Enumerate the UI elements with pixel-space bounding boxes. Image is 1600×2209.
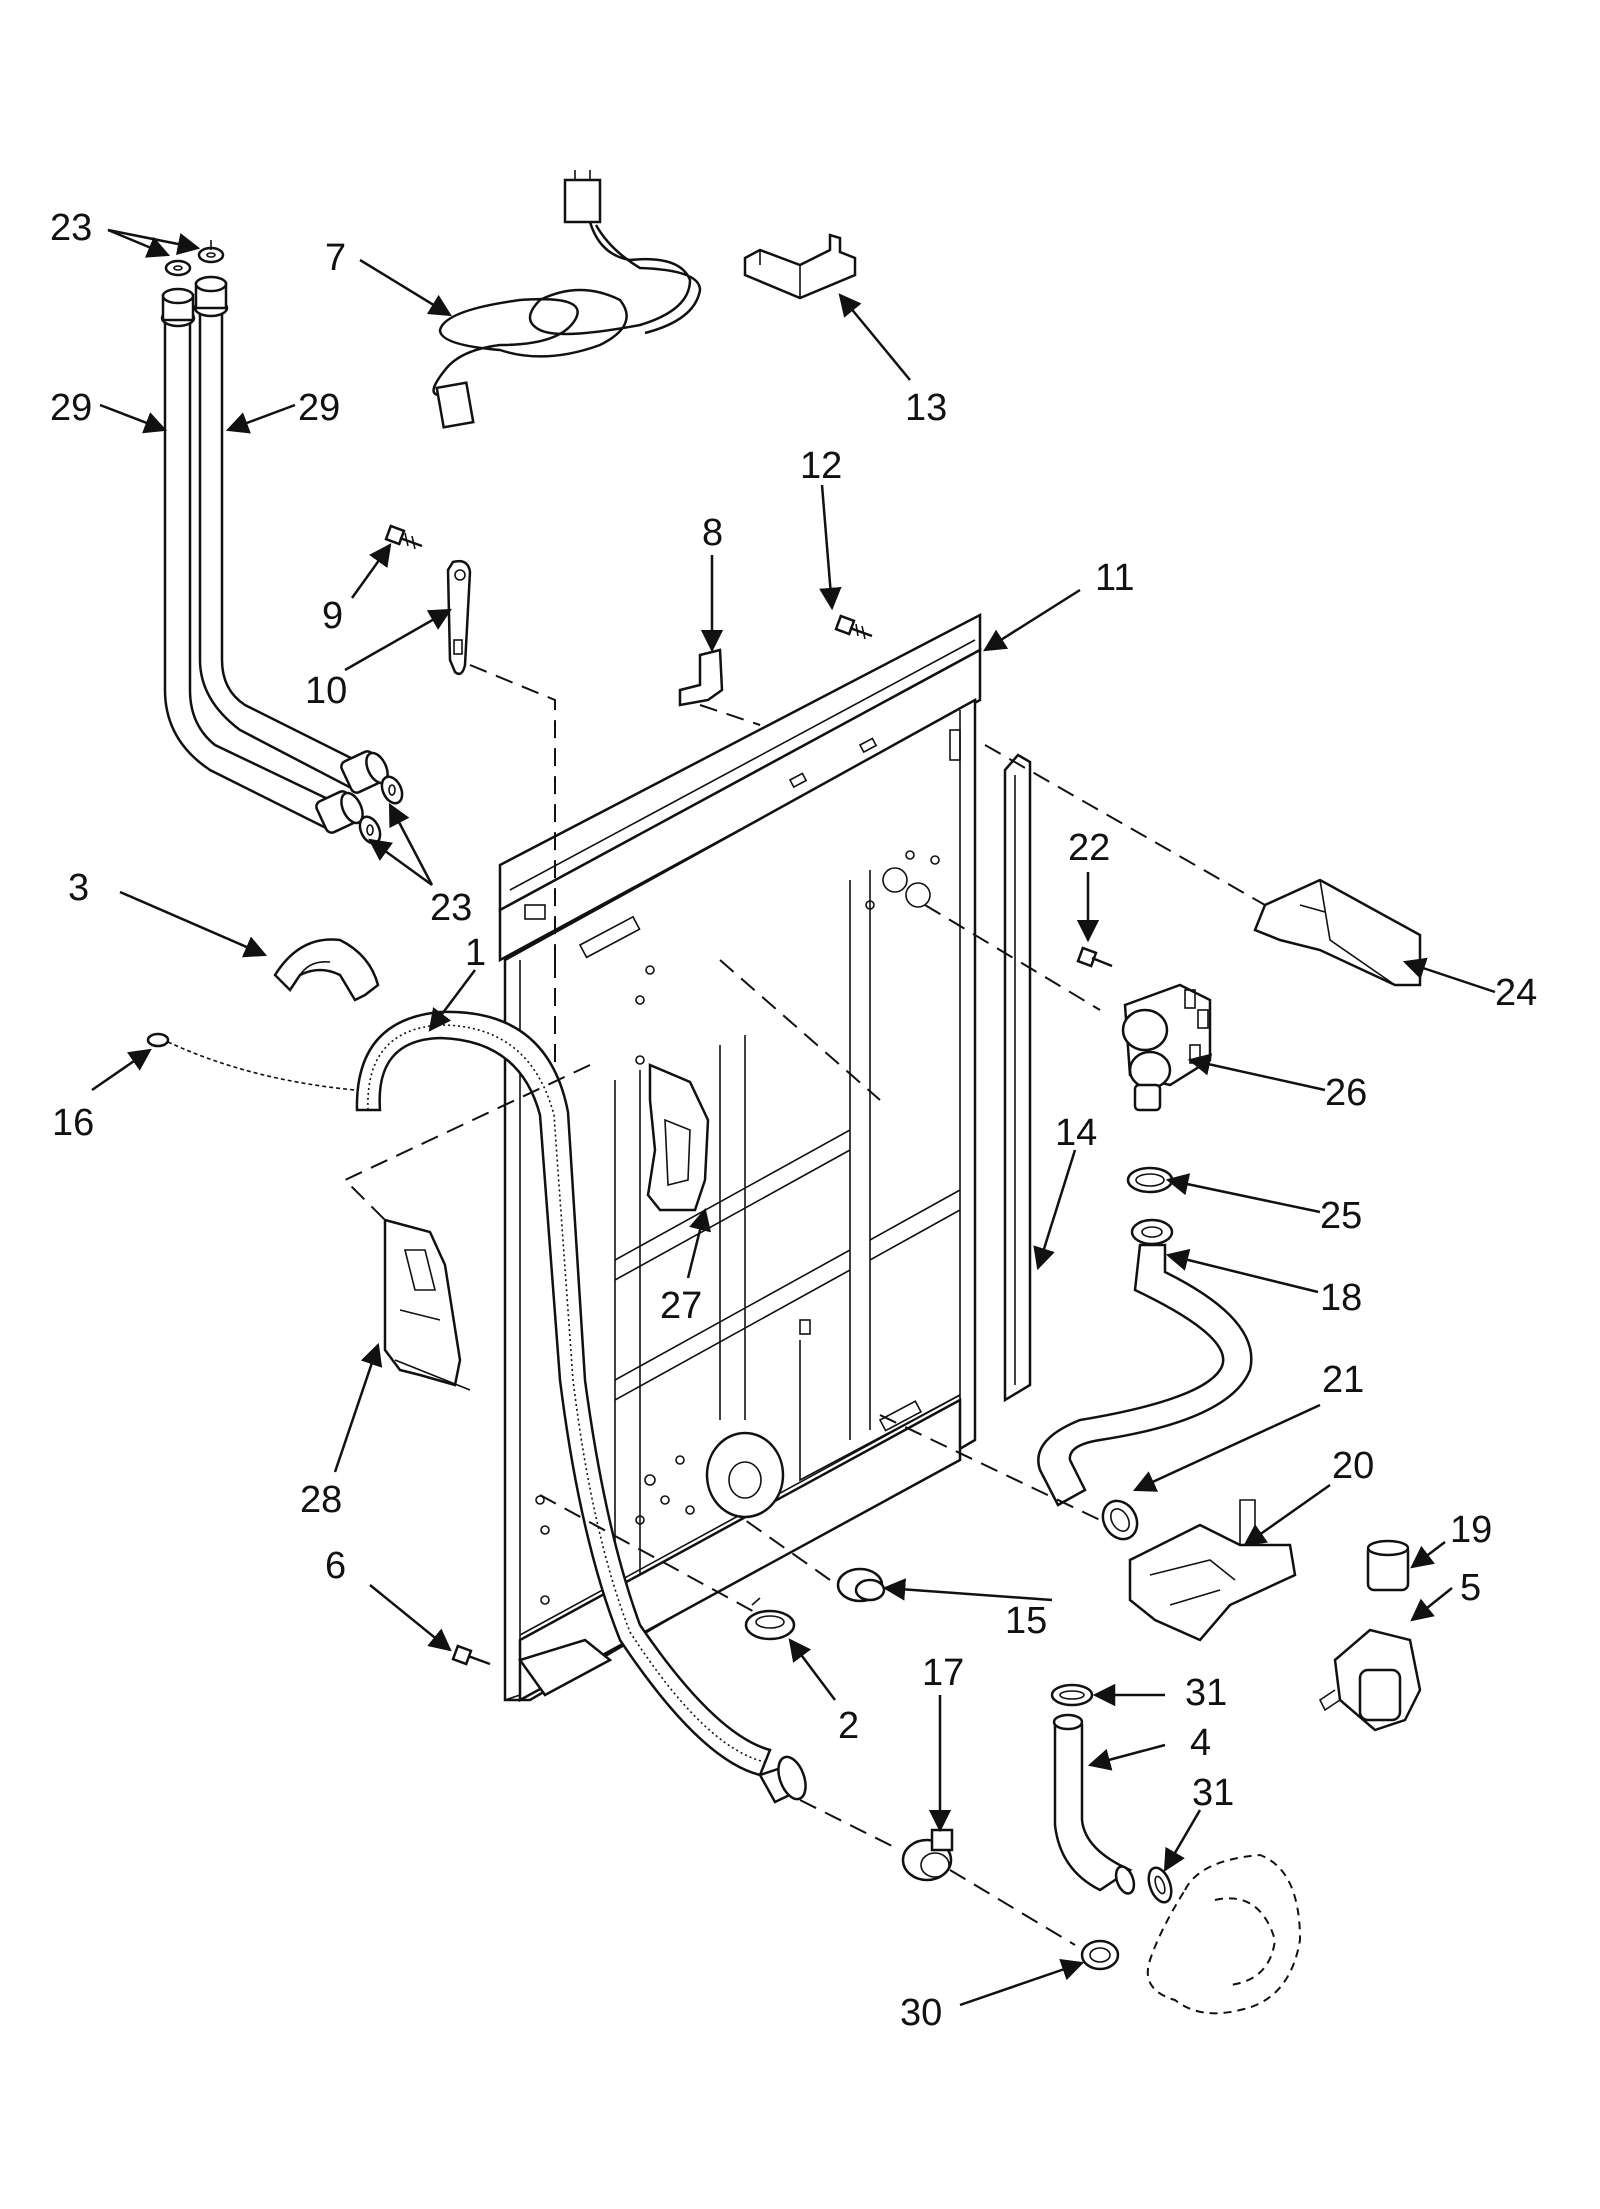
water-inlet-shield bbox=[1253, 878, 1422, 987]
hose-washers bbox=[164, 240, 404, 845]
side-strip bbox=[1003, 753, 1032, 1403]
capacitor bbox=[1366, 1539, 1410, 1592]
pump-hose bbox=[1050, 1683, 1173, 1904]
callout-5: 5 bbox=[1460, 1567, 1481, 1609]
top-bracket bbox=[743, 233, 857, 300]
callout-labels: 23 7 13 29 29 12 8 11 9 10 22 3 23 1 24 … bbox=[50, 207, 1537, 2034]
clamp-21 bbox=[1101, 1499, 1139, 1541]
callout-30: 30 bbox=[900, 1992, 942, 2034]
screw-6 bbox=[451, 1644, 491, 1666]
hose-adapter bbox=[901, 1828, 954, 1882]
callout-16: 16 bbox=[52, 1102, 94, 1144]
power-cord bbox=[432, 170, 702, 429]
callout-7: 7 bbox=[325, 237, 346, 279]
panel-clip bbox=[646, 1063, 710, 1212]
drain-hose bbox=[355, 1010, 807, 1804]
callout-6: 6 bbox=[325, 1545, 346, 1587]
callout-20: 20 bbox=[1332, 1445, 1374, 1487]
callout-23-bottom: 23 bbox=[430, 887, 472, 929]
callout-18: 18 bbox=[1320, 1277, 1362, 1319]
callout-27: 27 bbox=[660, 1285, 702, 1327]
callout-11: 11 bbox=[1095, 557, 1134, 599]
callout-9: 9 bbox=[322, 595, 343, 637]
clamp-30 bbox=[1080, 1939, 1120, 1971]
callout-31-bottom: 31 bbox=[1192, 1772, 1234, 1814]
callout-2: 2 bbox=[838, 1705, 859, 1747]
rear-panel bbox=[498, 612, 982, 1703]
clip bbox=[678, 648, 724, 707]
plug bbox=[836, 1567, 886, 1603]
fill-hose bbox=[1037, 1218, 1253, 1507]
callout-24: 24 bbox=[1495, 972, 1537, 1014]
clamp-25 bbox=[1126, 1166, 1174, 1194]
screw-22 bbox=[1076, 946, 1113, 968]
assembly-lines bbox=[343, 664, 1266, 1946]
callout-14: 14 bbox=[1055, 1112, 1097, 1154]
callout-28: 28 bbox=[300, 1479, 342, 1521]
phantom-pump bbox=[1146, 1853, 1302, 2015]
callout-15: 15 bbox=[1005, 1600, 1047, 1642]
callout-3: 3 bbox=[68, 867, 89, 909]
callout-29-left: 29 bbox=[50, 387, 92, 429]
callout-12: 12 bbox=[800, 445, 842, 487]
callout-19: 19 bbox=[1450, 1509, 1492, 1551]
callout-4: 4 bbox=[1190, 1722, 1211, 1764]
callout-17: 17 bbox=[922, 1652, 964, 1694]
leader-arrows bbox=[91, 228, 1496, 2007]
callout-23-top: 23 bbox=[50, 207, 92, 249]
callout-25: 25 bbox=[1320, 1195, 1362, 1237]
drain-pump bbox=[1318, 1628, 1422, 1732]
screw-and-strap bbox=[384, 524, 472, 676]
callout-8: 8 bbox=[702, 512, 723, 554]
hose-clamp-cover bbox=[273, 938, 380, 1002]
callout-13: 13 bbox=[905, 387, 947, 429]
screw-12 bbox=[834, 614, 873, 640]
callout-1: 1 bbox=[465, 932, 486, 974]
inlet-hoses bbox=[160, 275, 389, 834]
tie-strap bbox=[146, 1032, 356, 1091]
hose-bracket bbox=[383, 1218, 471, 1391]
callout-21: 21 bbox=[1322, 1359, 1364, 1401]
callout-26: 26 bbox=[1325, 1072, 1367, 1114]
callout-31-top: 31 bbox=[1185, 1672, 1227, 1714]
clamp-2 bbox=[744, 1597, 796, 1641]
callout-29-right: 29 bbox=[298, 387, 340, 429]
callout-10: 10 bbox=[305, 670, 347, 712]
callout-22: 22 bbox=[1068, 827, 1110, 869]
dispenser bbox=[1128, 1499, 1297, 1642]
water-valve bbox=[1121, 983, 1212, 1112]
